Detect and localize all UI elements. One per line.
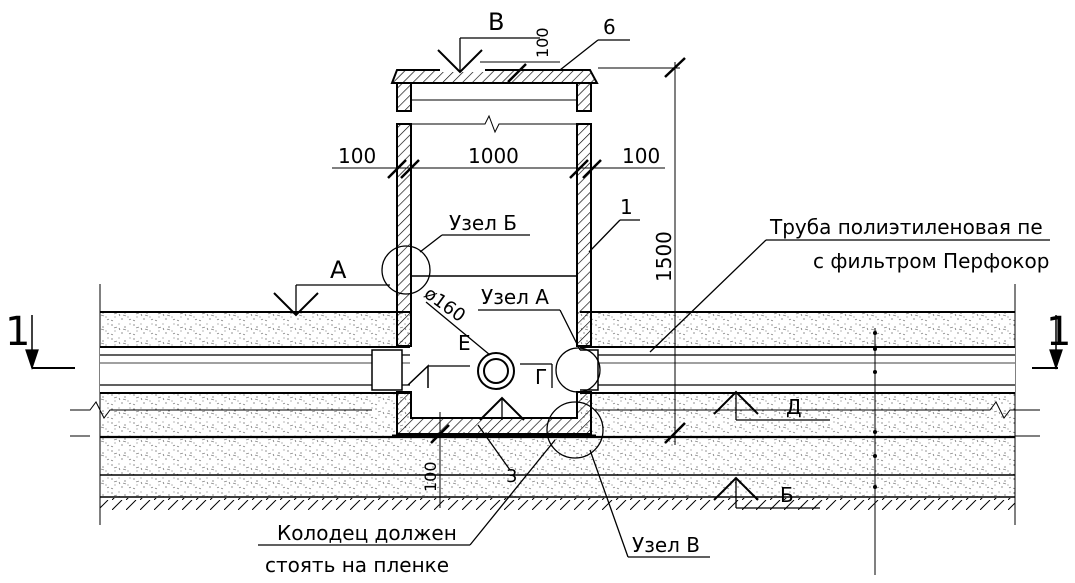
bottom-sand-layer	[100, 475, 1015, 497]
node-a-label: Узел А	[481, 285, 549, 309]
axis-dots	[873, 331, 877, 489]
mark-e-label: Е	[458, 331, 471, 355]
well-lid	[390, 69, 599, 84]
dim-1000: 1000	[468, 144, 519, 168]
mark-b-bottom-label: Б	[780, 483, 794, 507]
dim-100-left: 100	[338, 144, 376, 168]
dim-100-bottom: 100	[421, 461, 440, 492]
position-1-label: 1	[620, 195, 633, 219]
dimensions	[332, 57, 876, 575]
well	[390, 68, 599, 438]
ground-hatch	[100, 498, 1015, 510]
mark-d-label: Д	[786, 395, 802, 419]
break-line-left	[70, 401, 372, 419]
leaders	[25, 37, 1063, 558]
view-a-label: А	[330, 256, 347, 284]
section-left-label: 1	[5, 309, 30, 355]
note-line1: Колодец должен	[277, 521, 457, 545]
well-wall-left	[396, 123, 412, 347]
lower-sand-layer	[100, 437, 1015, 475]
view-b-label: В	[488, 8, 504, 36]
mark-g-label: Г	[535, 365, 547, 389]
node-v-label: Узел В	[632, 533, 700, 557]
pipe-label-line2: с фильтром Перфокор	[813, 249, 1049, 273]
labels: В 100 6 100 1000 100 Узел Б 1 Труба поли…	[5, 8, 1071, 577]
position-6-label: 6	[603, 15, 616, 39]
section-right-label: 1	[1046, 309, 1071, 355]
well-wall-right	[576, 123, 592, 347]
position-3-label: 3	[506, 466, 517, 487]
break-line-right	[595, 401, 1040, 419]
note-line2: стоять на пленке	[265, 553, 449, 577]
node-b-label: Узел Б	[449, 211, 517, 235]
dim-100-right: 100	[622, 144, 660, 168]
dim-1500: 1500	[652, 231, 676, 282]
pipe-label-line1: Труба полиэтиленовая пе	[769, 215, 1043, 239]
break-mark	[405, 114, 585, 134]
dim-100-top: 100	[533, 27, 552, 58]
